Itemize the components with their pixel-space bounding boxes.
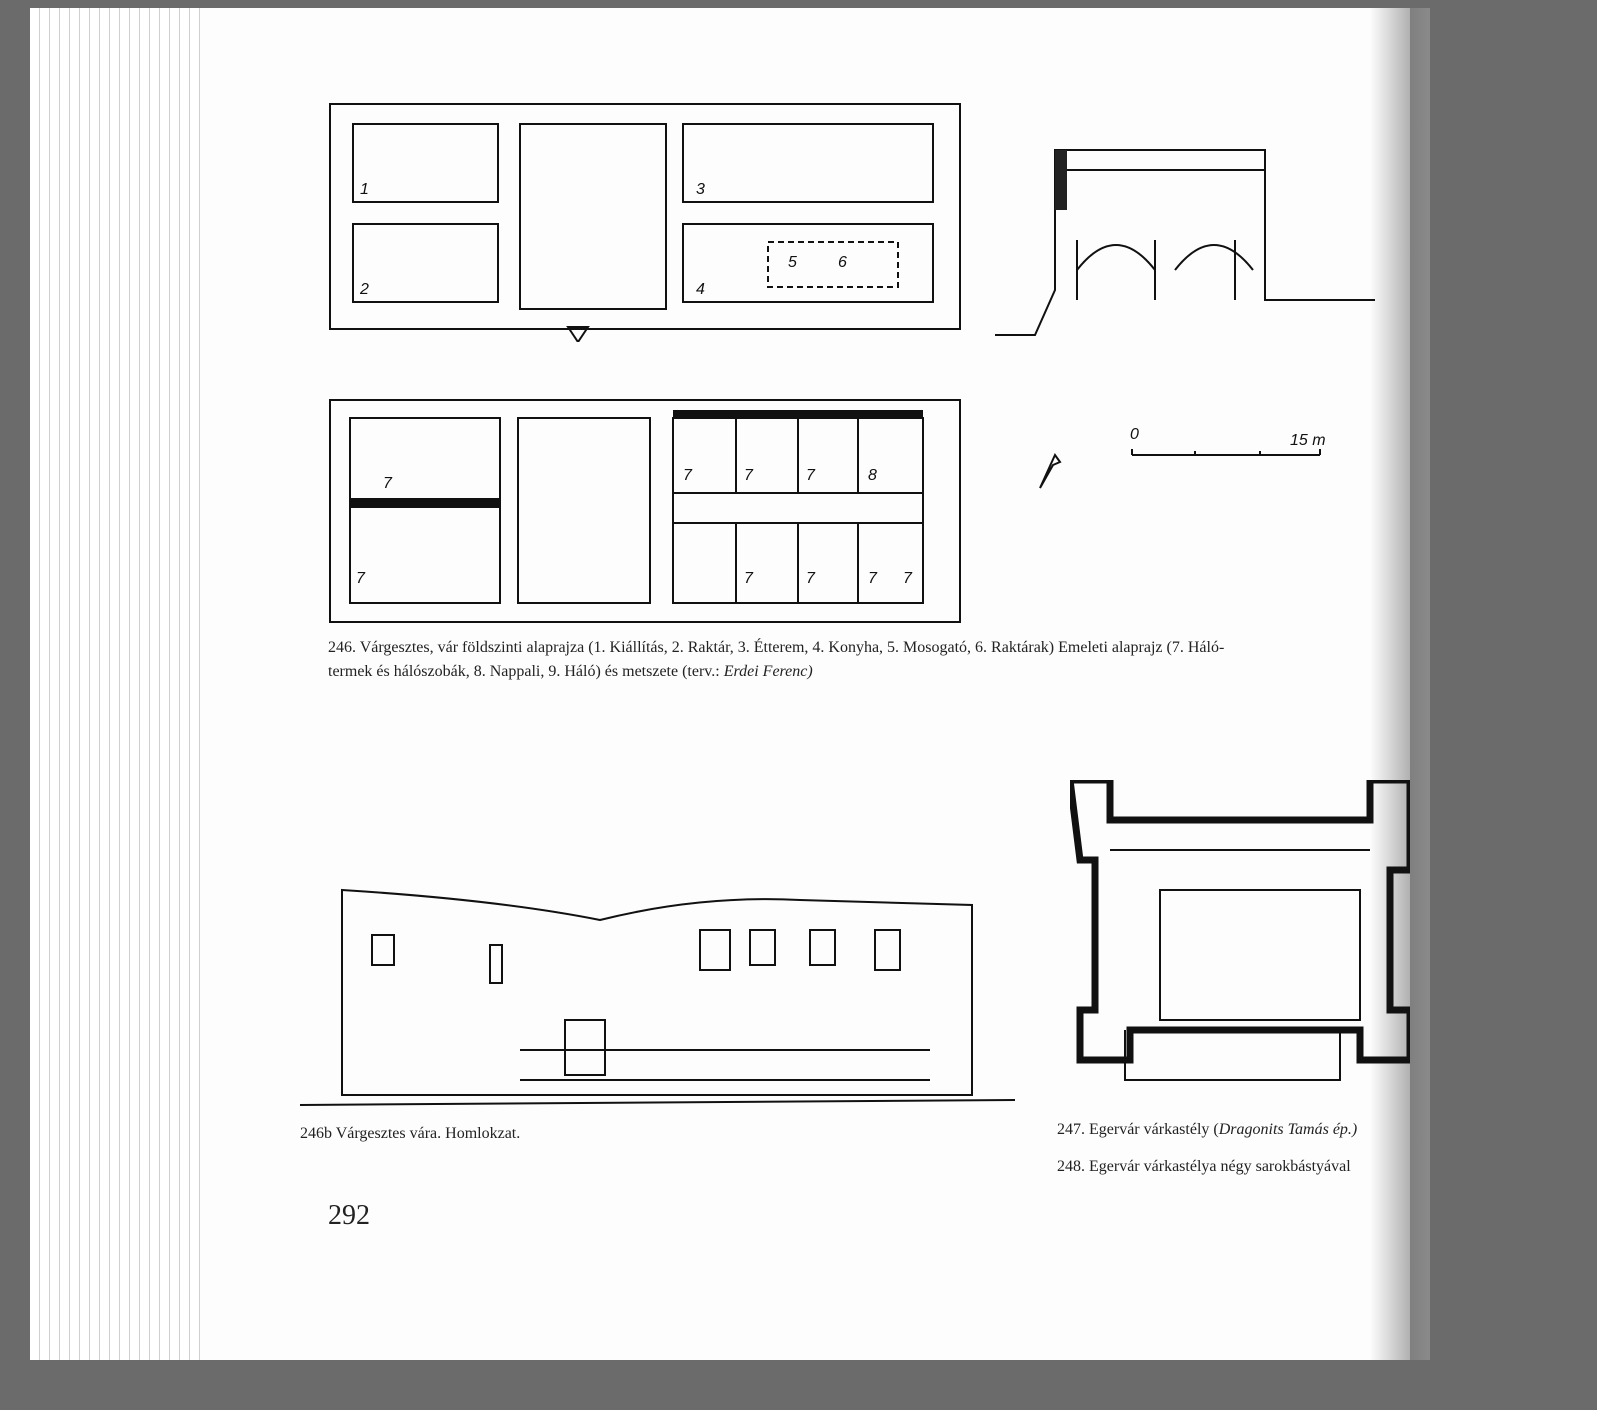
- ground-floor-plan: 1 2 3 4 5 6: [329, 103, 961, 342]
- room-label: 7: [383, 475, 393, 492]
- caption-246: 246. Várgesztes, vár földszinti alaprajz…: [328, 636, 1224, 684]
- gutter-shadow: [1370, 8, 1430, 1360]
- room-label: 7: [683, 467, 693, 484]
- caption-text: 247. Egervár várkastély (: [1057, 1121, 1219, 1138]
- room-label: 7: [356, 570, 366, 587]
- caption-247: 247. Egervár várkastély (Dragonits Tamás…: [1057, 1118, 1357, 1142]
- section-drawing: [995, 149, 1375, 336]
- room-label: 7: [903, 570, 913, 587]
- caption-text: termek és hálószobák, 8. Nappali, 9. Hál…: [328, 663, 724, 680]
- caption-text: 246. Várgesztes, vár földszinti alaprajz…: [328, 639, 1225, 656]
- room-label: 8: [868, 467, 877, 484]
- room-label: 3: [696, 181, 705, 198]
- book-page: [30, 8, 1410, 1360]
- caption-author: Dragonits Tamás ép.): [1218, 1121, 1358, 1138]
- scale-end: 15 m: [1290, 432, 1326, 449]
- room-label: 2: [359, 281, 369, 298]
- room-label: 5: [788, 254, 797, 271]
- north-arrow-icon: [1039, 453, 1062, 489]
- scale-bar: 0 15 m: [1130, 426, 1326, 456]
- room-label: 6: [838, 254, 847, 271]
- room-label: 7: [806, 467, 816, 484]
- upper-floor-plan: [329, 399, 961, 623]
- room-label: 7: [744, 570, 754, 587]
- room-label: 4: [696, 281, 705, 298]
- caption-author: Erdei Ferenc): [723, 663, 813, 680]
- caption-246b: 246b Várgesztes vára. Homlokzat.: [300, 1125, 521, 1142]
- scale-start: 0: [1130, 426, 1139, 443]
- facade-elevation: [300, 888, 1015, 1106]
- room-label: 7: [806, 570, 816, 587]
- caption-248: 248. Egervár várkastélya négy sarokbásty…: [1057, 1158, 1351, 1175]
- page-stack-edges: [30, 8, 200, 1360]
- castle-floor-plan: [1070, 780, 1410, 1081]
- room-label: 7: [868, 570, 878, 587]
- upper-plan-room-labels: 7 7 7 7 7 8 7 7 7 7: [356, 467, 913, 587]
- room-label: 1: [360, 181, 369, 198]
- room-label: 7: [744, 467, 754, 484]
- page-number: 292: [328, 1200, 370, 1231]
